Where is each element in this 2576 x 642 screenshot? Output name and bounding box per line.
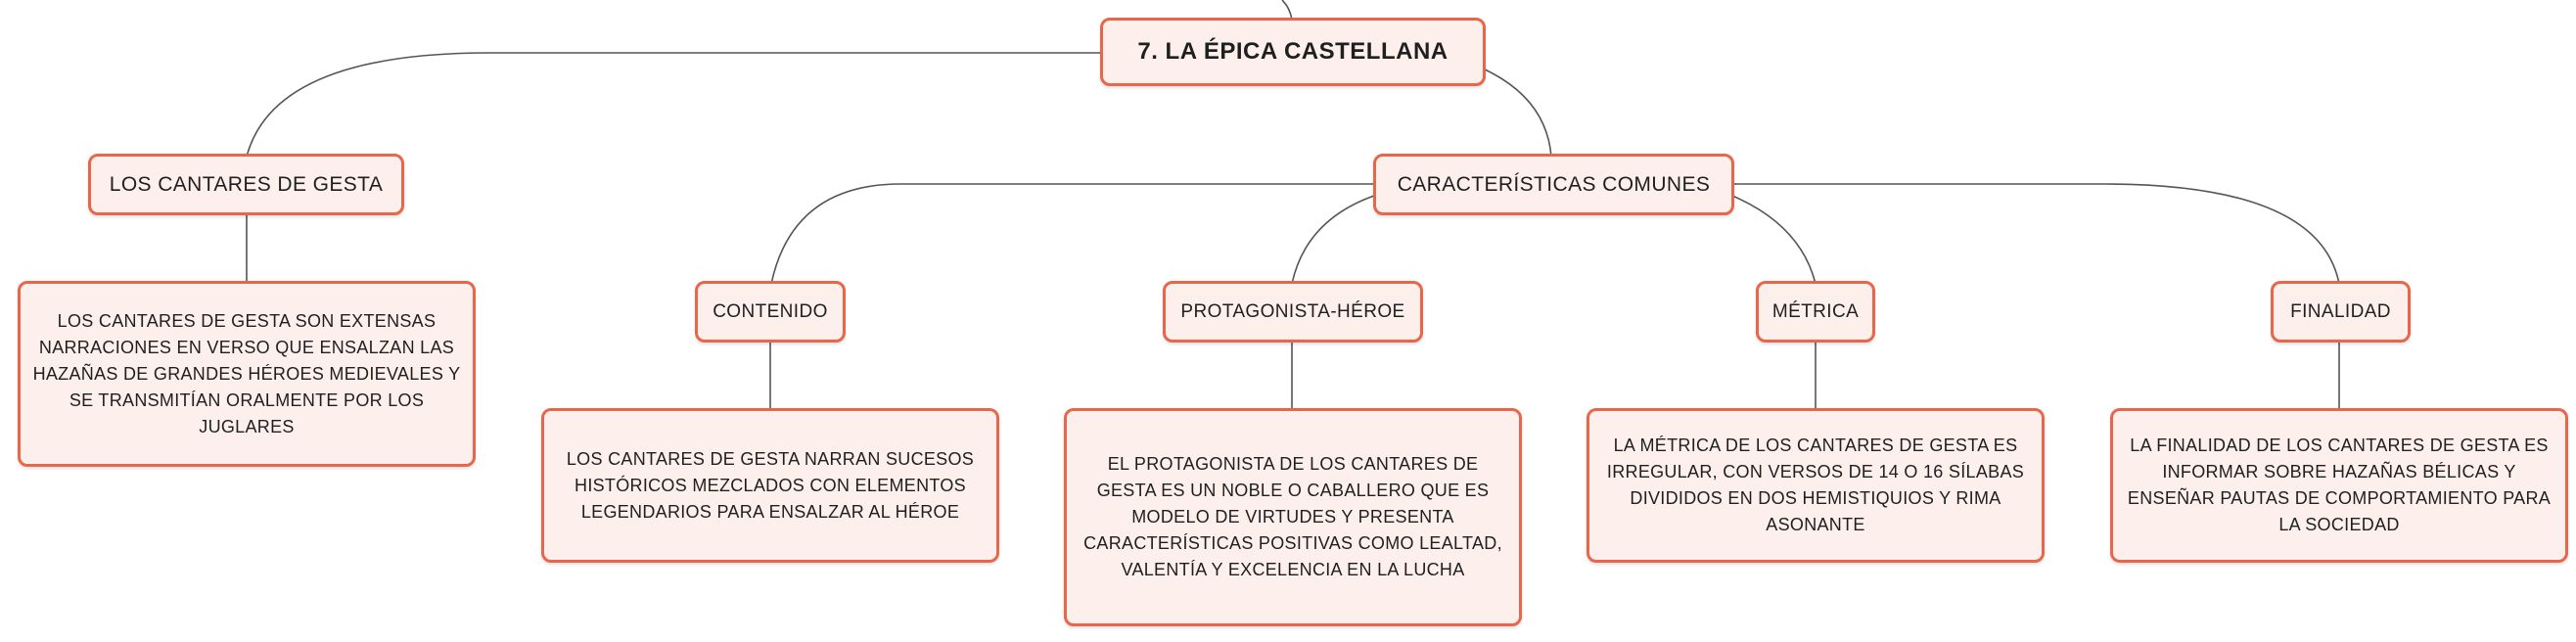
topic-caracteristicas-comunes-label: CARACTERÍSTICAS COMUNES — [1397, 172, 1711, 196]
subtopic-metrica[interactable]: MÉTRICA — [1756, 281, 1875, 343]
subtopic-contenido[interactable]: CONTENIDO — [695, 281, 846, 343]
connector-caract-contenido — [770, 183, 1374, 285]
finalidad-description-text: LA FINALIDAD DE LOS CANTARES DE GESTA ES… — [2127, 436, 2552, 534]
connector-root-cantares — [246, 52, 1102, 158]
metrica-description[interactable]: LA MÉTRICA DE LOS CANTARES DE GESTA ES I… — [1587, 408, 2045, 563]
subtopic-finalidad[interactable]: FINALIDAD — [2271, 281, 2411, 343]
subtopic-protagonista-heroe-label: PROTAGONISTA-HÉROE — [1180, 300, 1405, 322]
connector-root-parent — [1281, 0, 1293, 21]
root-topic[interactable]: 7. LA ÉPICA CASTELLANA — [1100, 18, 1486, 86]
subtopic-contenido-label: CONTENIDO — [713, 300, 828, 322]
topic-cantares-de-gesta[interactable]: LOS CANTARES DE GESTA — [88, 154, 404, 215]
protagonista-description[interactable]: EL PROTAGONISTA DE LOS CANTARES DE GESTA… — [1064, 408, 1522, 626]
cantares-description[interactable]: LOS CANTARES DE GESTA SON EXTENSAS NARRA… — [18, 281, 476, 467]
connector-caract-finalidad — [1732, 183, 2340, 285]
protagonista-description-text: EL PROTAGONISTA DE LOS CANTARES DE GESTA… — [1083, 454, 1502, 579]
subtopic-metrica-label: MÉTRICA — [1771, 300, 1860, 322]
topic-caracteristicas-comunes[interactable]: CARACTERÍSTICAS COMUNES — [1373, 154, 1734, 215]
metrica-description-text: LA MÉTRICA DE LOS CANTARES DE GESTA ES I… — [1606, 436, 2025, 534]
subtopic-protagonista-heroe[interactable]: PROTAGONISTA-HÉROE — [1163, 281, 1423, 343]
root-topic-label: 7. LA ÉPICA CASTELLANA — [1137, 38, 1449, 65]
topic-cantares-de-gesta-label: LOS CANTARES DE GESTA — [109, 172, 384, 196]
contenido-description[interactable]: LOS CANTARES DE GESTA NARRAN SUCESOS HIS… — [541, 408, 999, 563]
subtopic-finalidad-label: FINALIDAD — [2290, 300, 2391, 322]
connector-caract-metrica — [1731, 195, 1817, 285]
connector-caract-protagonista — [1291, 195, 1375, 285]
contenido-description-text: LOS CANTARES DE GESTA NARRAN SUCESOS HIS… — [566, 448, 975, 522]
connector-root-caracteristicas — [1482, 68, 1552, 158]
finalidad-description[interactable]: LA FINALIDAD DE LOS CANTARES DE GESTA ES… — [2110, 408, 2568, 563]
cantares-description-text: LOS CANTARES DE GESTA SON EXTENSAS NARRA… — [32, 310, 461, 436]
